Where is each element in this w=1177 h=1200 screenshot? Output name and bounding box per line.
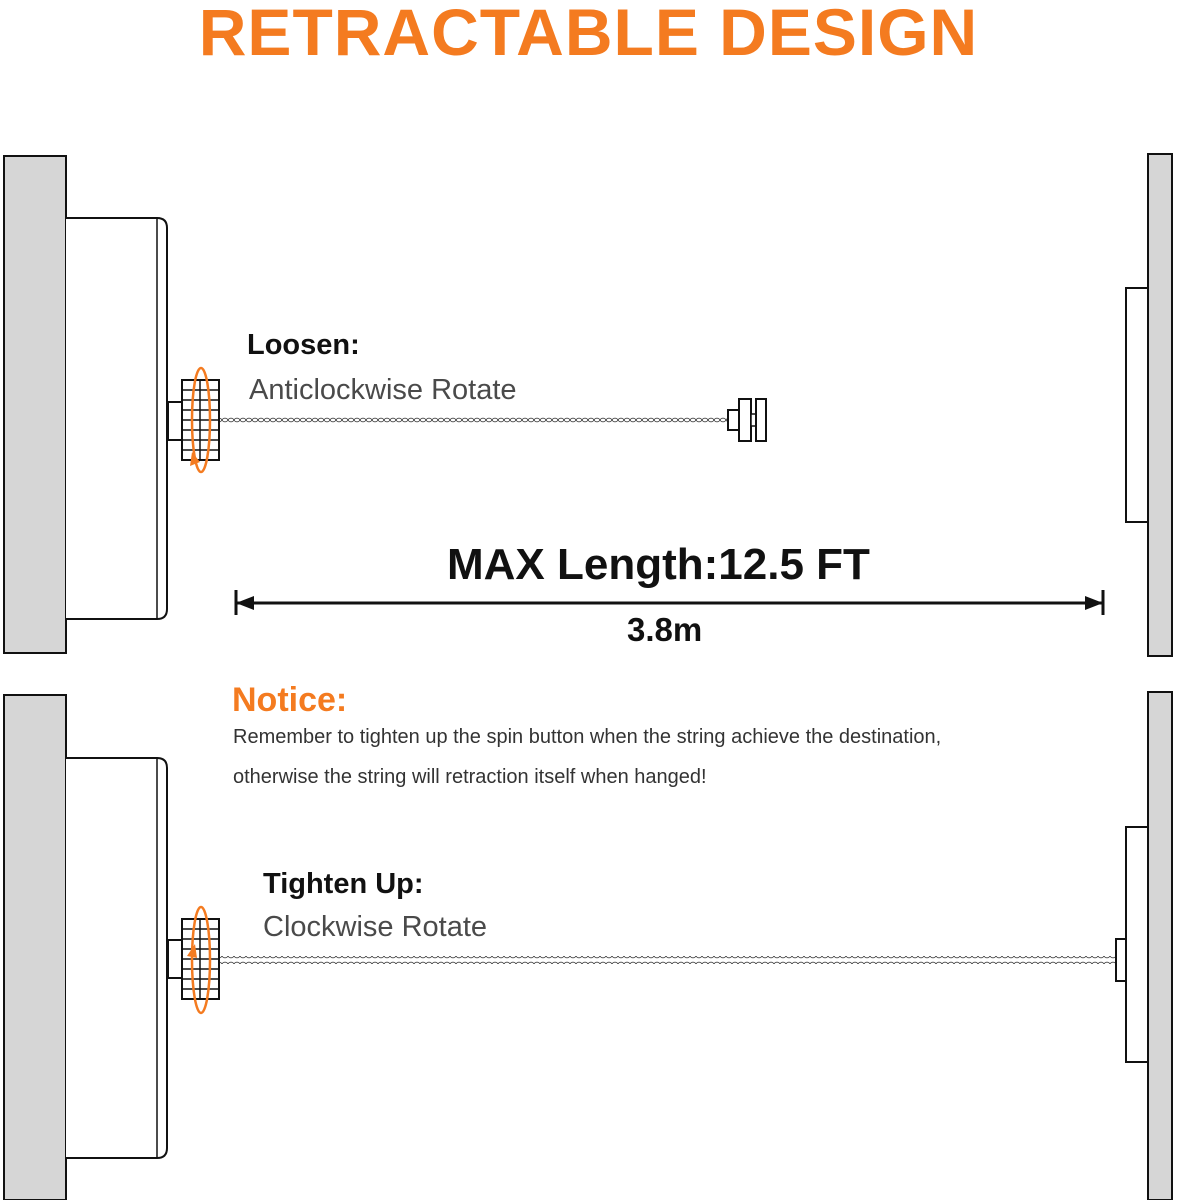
reel-housing-top — [66, 217, 168, 620]
measurement-arrow — [234, 590, 1105, 615]
right-wall-bottom — [1147, 691, 1173, 1200]
notice-heading: Notice: — [232, 681, 348, 719]
notice-line-1: Remember to tighten up the spin button w… — [233, 726, 942, 748]
bottom-assembly — [3, 691, 1173, 1200]
anticlockwise-arrow-icon — [190, 366, 212, 474]
tighten-up-label: Tighten Up: — [263, 868, 424, 900]
notice-line-2: otherwise the string will retraction its… — [233, 766, 707, 788]
spin-button-bottom — [167, 918, 220, 1000]
string-top — [220, 416, 728, 424]
max-length-label: MAX Length:12.5 FT — [447, 540, 870, 589]
right-wall-top — [1147, 153, 1173, 657]
page-title: RETRACTABLE DESIGN — [198, 0, 979, 69]
left-wall-bottom — [3, 694, 67, 1200]
loosen-description: Anticlockwise Rotate — [249, 374, 517, 406]
metric-length-label: 3.8m — [627, 611, 703, 648]
clockwise-arrow-icon — [187, 905, 212, 1015]
loosen-label: Loosen: — [247, 329, 360, 361]
reel-housing-bottom — [66, 757, 168, 1159]
left-wall-top — [3, 155, 67, 654]
hook-plate-bottom — [1125, 826, 1149, 1063]
string-end-hook-top — [727, 398, 767, 442]
string-end-hook-bottom — [1115, 938, 1127, 982]
spin-button-top — [167, 379, 220, 461]
string-bottom — [220, 956, 1117, 964]
tighten-up-description: Clockwise Rotate — [263, 911, 488, 943]
top-assembly — [3, 153, 1173, 657]
hook-plate-top — [1125, 287, 1149, 523]
